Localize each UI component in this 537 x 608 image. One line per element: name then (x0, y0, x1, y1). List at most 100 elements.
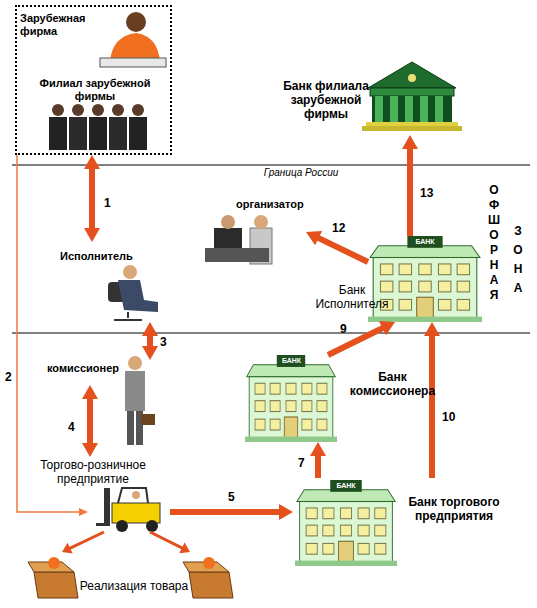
arrow-shaft (429, 335, 435, 478)
step (362, 126, 462, 131)
driver-head (132, 491, 140, 499)
arrow-head (62, 543, 73, 554)
goods-sale: Реализация товара (28, 552, 240, 604)
arrow-head (142, 322, 158, 336)
arrow-shaft (407, 148, 413, 236)
firm-label: Зарубежная фирма (20, 12, 102, 37)
callout-number: 7 (298, 456, 305, 470)
flow-arrow (170, 504, 293, 520)
suit (118, 280, 158, 312)
column (420, 96, 428, 122)
bank-label: Банк комиссионера (345, 371, 440, 399)
callout-number: 1 (104, 196, 111, 210)
step (366, 122, 458, 126)
branch-bank: Банк филиала зарубежной фирмы (283, 58, 463, 135)
arrow-head (79, 508, 88, 516)
column (390, 96, 398, 122)
zone-label: ОФШОРНАЯ (487, 183, 501, 303)
wheel (146, 520, 158, 532)
desk (205, 248, 269, 262)
head (123, 265, 137, 279)
actor-label: организатор (236, 198, 308, 211)
flow-arrow (306, 231, 368, 262)
callout-number: 5 (228, 490, 235, 504)
bank-sign-text: БАНК (407, 237, 443, 247)
zone-line (12, 333, 530, 334)
bank-label: Банк Исполнителя (308, 284, 396, 312)
arrow-head (402, 135, 418, 149)
arrow-head (82, 385, 98, 399)
border-label: Граница России (256, 167, 346, 179)
head (128, 356, 142, 370)
bank-building (245, 355, 337, 442)
portico (372, 96, 452, 122)
businessman-illustration (100, 12, 166, 67)
organizer-illustration (205, 215, 272, 264)
suit (49, 117, 67, 150)
arrow-shaft (150, 532, 183, 548)
forklift-body (112, 503, 160, 523)
arrow-head (306, 231, 322, 245)
branch-label: Филиал зарубежной фирмы (33, 77, 157, 102)
pediment-window (408, 74, 416, 82)
cab-frame (118, 488, 148, 503)
arrow-head (424, 322, 440, 336)
arrow-shaft (69, 532, 104, 549)
flow-arrow (142, 322, 158, 360)
arrow-head (84, 228, 100, 242)
callout-number: 12 (332, 221, 345, 235)
head (221, 215, 235, 229)
arrow-head (379, 321, 395, 335)
briefcase (141, 414, 155, 425)
callout-number: 2 (5, 370, 12, 384)
suit (109, 117, 127, 150)
suit (89, 117, 107, 150)
flow-arrow (328, 321, 395, 355)
wheel (116, 520, 128, 532)
arrow-shaft (318, 238, 368, 262)
flow-arrow (62, 532, 104, 554)
suit (69, 117, 87, 150)
fruit (203, 557, 215, 569)
group-illustration (49, 104, 147, 150)
callout-number: 3 (160, 335, 167, 349)
bank-label: Банк филиала зарубежной фирмы (283, 80, 369, 121)
sale-label: Реализация товара (78, 580, 190, 594)
bank-label: Банк торгового предприятия (397, 496, 511, 524)
actor-label: комиссионер (47, 362, 127, 375)
arrow-shaft (89, 168, 95, 229)
column (375, 96, 383, 122)
forklift-illustration (96, 488, 160, 532)
flow-arrow (402, 135, 418, 236)
fruit (48, 557, 60, 569)
retail-bank: БАНКБанк торгового предприятия (293, 478, 513, 568)
pediment (368, 62, 456, 88)
arrow-head (82, 443, 98, 457)
flow-arrow (310, 442, 326, 478)
head (126, 12, 146, 32)
head (132, 104, 144, 116)
arrow-head (310, 442, 326, 456)
organizer: организатор (200, 198, 306, 268)
box (189, 572, 233, 598)
box (34, 572, 78, 598)
column (435, 96, 443, 122)
executor-bank: БАНКБанк Исполнителя (368, 236, 482, 322)
arrow-head (84, 155, 100, 169)
arrow-head (279, 504, 293, 520)
bank-building (295, 480, 397, 566)
flow-arrow (84, 155, 100, 242)
arrow-shaft (170, 509, 280, 515)
entablature (370, 88, 454, 96)
fork (96, 523, 110, 526)
mast (104, 488, 110, 526)
column (405, 96, 413, 122)
executor: Исполнитель (58, 242, 166, 322)
leg (127, 411, 134, 445)
head (52, 104, 64, 116)
actor-label: Исполнитель (60, 250, 150, 263)
arrow-shaft (147, 335, 153, 347)
border-line (12, 165, 530, 166)
callout-number: 4 (68, 420, 75, 434)
